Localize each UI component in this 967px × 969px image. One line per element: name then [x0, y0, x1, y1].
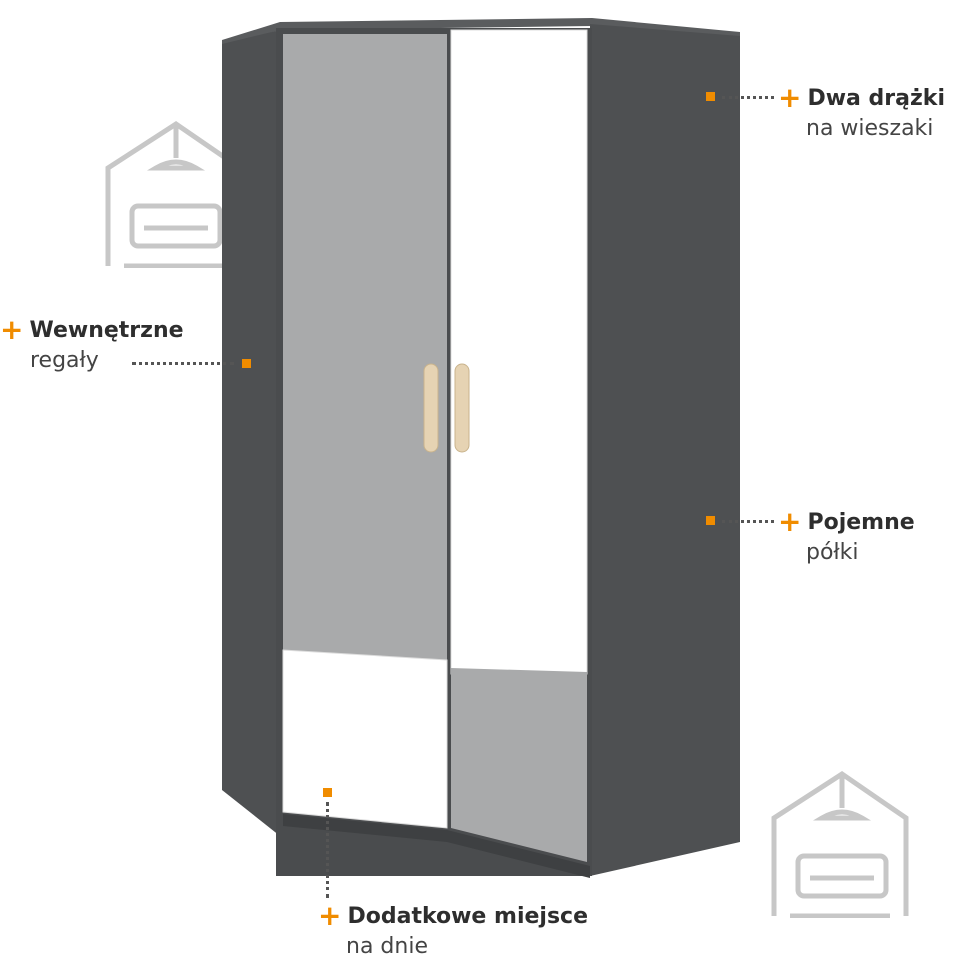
callout-shelves: +Pojemne półki	[778, 504, 915, 567]
callout-rods-marker	[706, 92, 715, 101]
left-handle	[423, 363, 439, 453]
plus-icon: +	[778, 505, 802, 538]
callout-bottom-marker	[323, 788, 332, 797]
wardrobe-top	[222, 18, 740, 46]
callout-rods-subtitle: na wieszaki	[806, 116, 934, 141]
left-lower-panel	[282, 649, 448, 829]
callout-shelves-subtitle: półki	[806, 540, 859, 565]
callout-shelves-internal-marker	[242, 359, 251, 368]
right-handle	[454, 363, 470, 453]
callout-shelves-marker	[706, 516, 715, 525]
plus-icon: +	[0, 313, 24, 346]
wardrobe-right-side	[590, 24, 740, 876]
callout-rods-title: Dwa drążki	[807, 86, 945, 111]
house-sofa-watermark-icon	[771, 770, 909, 918]
callout-shelves-internal-subtitle: regały	[30, 348, 99, 373]
callout-shelves-internal-leader	[132, 362, 234, 365]
wardrobe-left-side	[222, 30, 280, 836]
callout-bottom-title: Dodatkowe miejsce	[347, 904, 588, 929]
right-lower-panel	[451, 668, 587, 862]
wardrobe-plinth	[283, 814, 590, 878]
callout-rods-leader	[722, 96, 774, 99]
callout-shelves-leader	[722, 520, 774, 523]
left-door-grey	[283, 34, 447, 664]
callout-bottom: +Dodatkowe miejsce na dnie	[318, 898, 588, 961]
callout-rods: +Dwa drążki na wieszaki	[778, 80, 945, 143]
plus-icon: +	[318, 899, 342, 932]
right-door-white	[450, 29, 588, 675]
callout-shelves-title: Pojemne	[807, 510, 915, 535]
callout-bottom-subtitle: na dnie	[346, 934, 428, 959]
callout-shelves-internal: +Wewnętrzne regały	[0, 312, 184, 375]
plus-icon: +	[778, 81, 802, 114]
callout-bottom-leader	[326, 802, 329, 898]
callout-shelves-internal-title: Wewnętrzne	[29, 318, 184, 343]
